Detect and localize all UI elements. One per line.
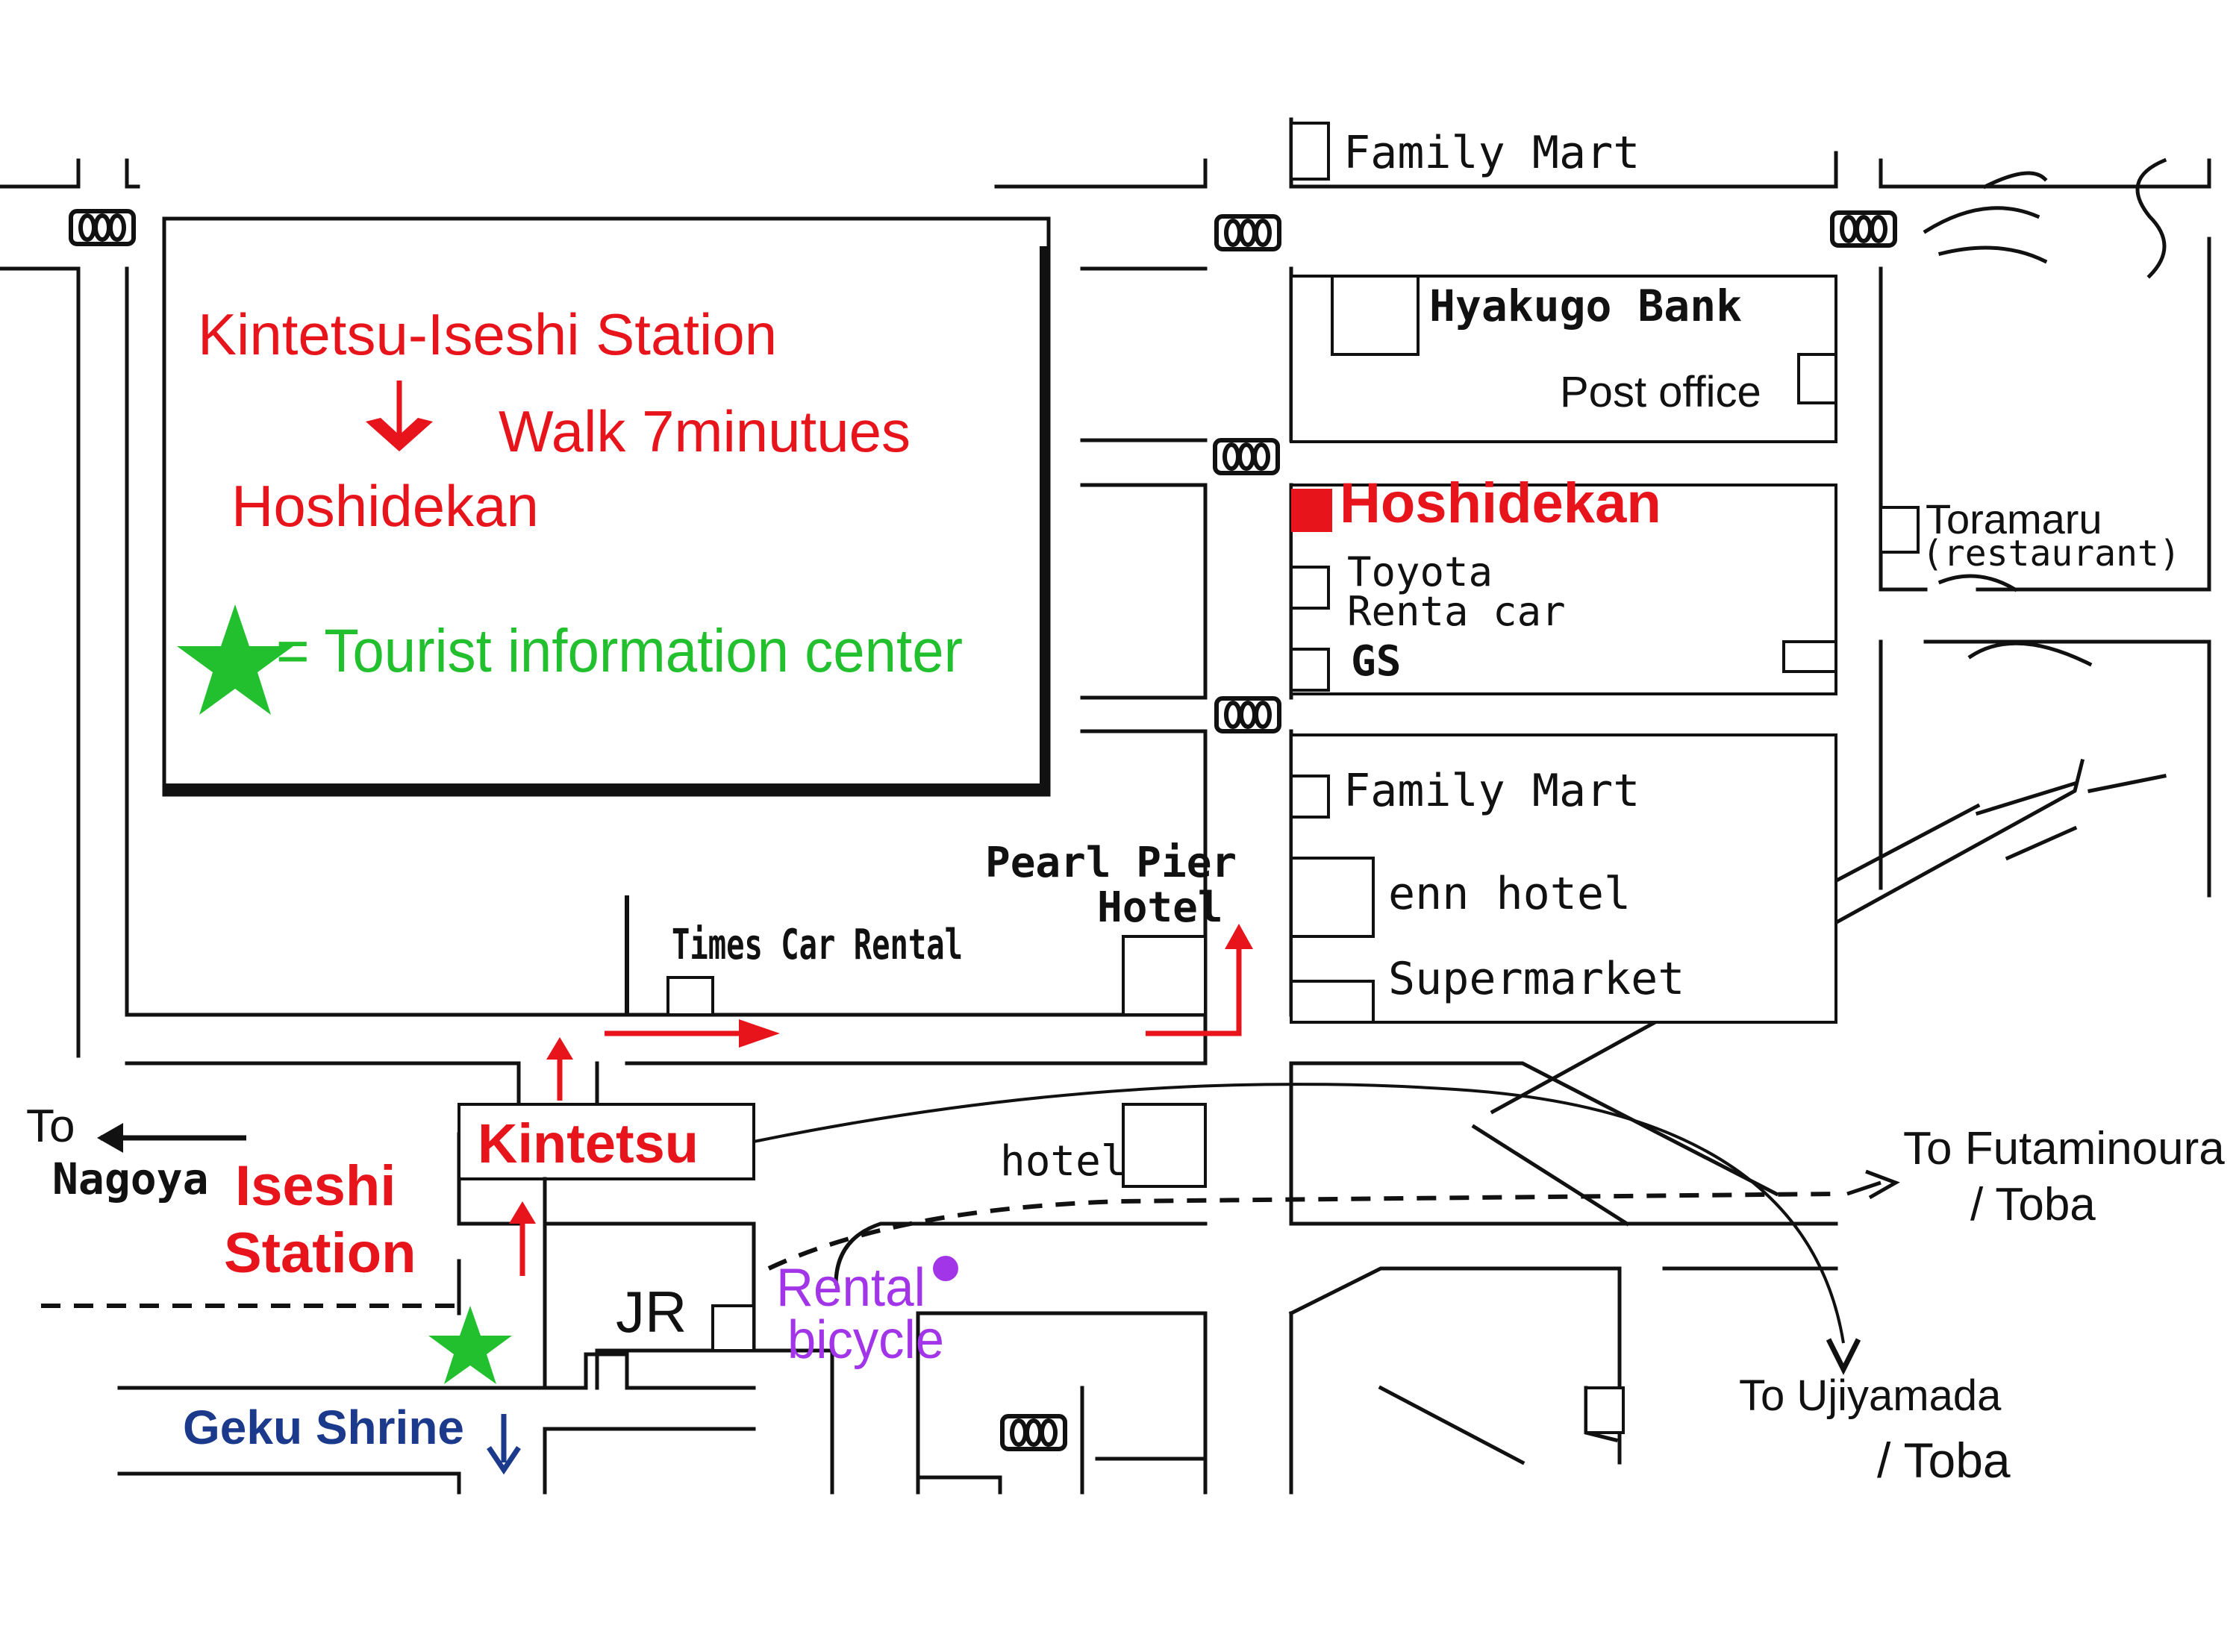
label-toyota-2: Renta car [1347,588,1566,635]
label-to-nagoya-1: To [26,1101,75,1152]
ujiyamada-arrow-icon [1826,1338,1861,1375]
label-to-futaminoura-1: To Futaminoura [1903,1123,2225,1174]
buildings [666,122,1920,1434]
label-to-nagoya-2: Nagoya [52,1154,209,1204]
label-gs: GS [1351,637,1401,686]
hoshidekan-marker [1291,489,1332,532]
legend-star-icon [177,604,293,715]
label-rental-1: Rental [776,1258,925,1318]
railway-crossing-icons [69,209,1897,1451]
label-supermarket: Supermarket [1388,953,1684,1005]
legend-down-arrow [366,381,433,451]
label-geku: Geku Shrine [183,1401,464,1454]
label-jr: JR [616,1279,687,1345]
crossing-icon [1214,696,1281,733]
label-family-mart-top: Family Mart [1343,127,1640,179]
label-iseshi-1: Iseshi [235,1154,396,1218]
label-to-ujiyamada-2: / Toba [1877,1433,2011,1488]
crossing-icon [1830,210,1897,248]
station-building [457,1103,755,1226]
label-hyakugo-bank: Hyakugo Bank [1429,281,1742,331]
legend-tourist-info: = Tourist information center [276,617,963,685]
legend-line-2: Walk 7minutues [499,398,911,464]
label-to-futaminoura-2: / Toba [1970,1179,2096,1230]
legend-box [162,216,1051,797]
label-toramaru: Toramaru [1926,495,2102,542]
label-rental-2: bicycle [787,1310,944,1370]
futaminoura-arrow-icon [1846,1180,1882,1196]
label-family-mart-mid: Family Mart [1343,765,1640,817]
label-times-car: Times Car Rental [672,921,963,969]
crossing-icon [1213,438,1280,475]
crossing-icon [1214,214,1281,251]
label-post-office: Post office [1560,368,1761,416]
crossing-icon [1000,1414,1067,1451]
rental-dot-icon [933,1256,958,1281]
legend-line-3: Hoshidekan [231,473,539,539]
walking-route [509,924,1253,1276]
geku-down-arrow-icon [487,1414,521,1475]
label-hoshidekan: Hoshidekan [1340,472,1661,535]
label-enn-hotel: enn hotel [1388,868,1631,920]
label-pearl-pier-2: Hotel [1097,883,1223,932]
label-iseshi-2: Station [224,1221,416,1285]
label-to-ujiyamada-1: To Ujiyamada [1739,1371,2002,1420]
tourist-star-icon [428,1306,512,1384]
label-toyota-1: Toyota [1347,548,1493,595]
label-pearl-pier-1: Pearl Pier [985,839,1237,887]
crossing-icon [69,209,136,246]
label-toramaru-note: (restaurant) [1922,533,2181,575]
rail-lines [41,1083,1900,1375]
label-kintetsu: Kintetsu [478,1113,699,1174]
label-hotel: hotel [1000,1137,1126,1186]
legend-line-1: Kintetsu-Iseshi Station [198,301,777,367]
